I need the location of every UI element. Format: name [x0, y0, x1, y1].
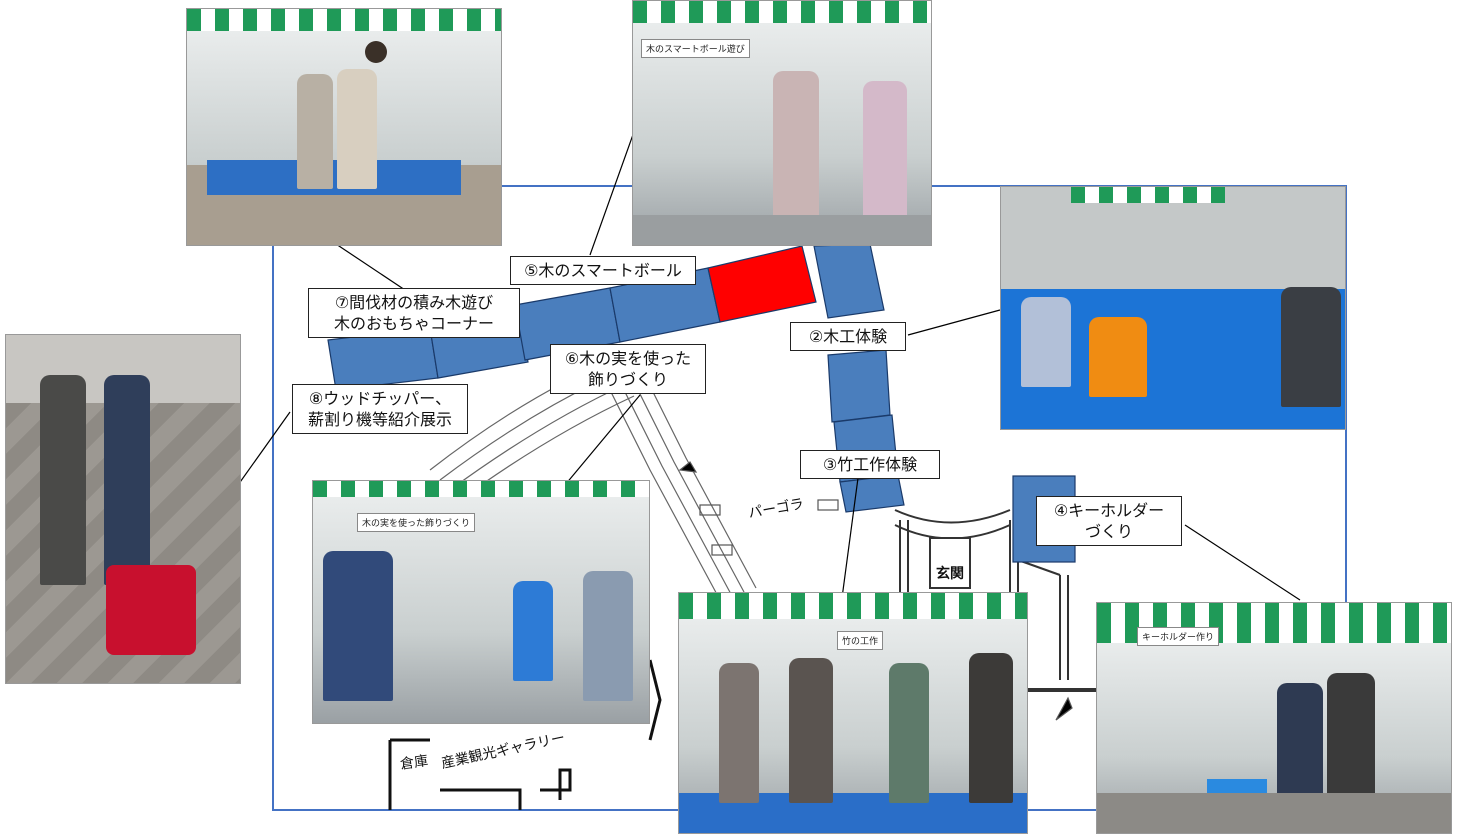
person [297, 74, 333, 189]
person [719, 663, 759, 803]
photo-tsumiki [186, 8, 502, 246]
photo-sign-chikko: 竹の工作 [837, 631, 884, 650]
person [104, 375, 150, 585]
label-tsumiki-line1: ⑦間伐材の積み木遊び [334, 293, 494, 312]
label-tsumiki-line2: 木のおもちゃコーナー [333, 314, 494, 333]
tent-awning [313, 481, 649, 497]
person [583, 571, 633, 701]
label-kinomi: ⑥木の実を使った 飾りづくり [550, 344, 706, 394]
booth-block [813, 243, 885, 319]
tent-awning [679, 593, 1027, 619]
label-keyholder-line2: づくり [1084, 522, 1133, 541]
paving [1097, 793, 1451, 833]
person [40, 375, 86, 585]
label-mokko: ②木工体験 [790, 322, 906, 351]
person-head [365, 41, 387, 63]
photo-smart-ball: 木のスマートボール遊び [632, 0, 932, 246]
photo-chipper [5, 334, 241, 684]
label-keyholder-line1: ④キーホルダー [1053, 501, 1165, 520]
photo-keyholder: キーホルダー作り [1096, 602, 1452, 834]
blue-mat [207, 160, 461, 195]
person [1281, 287, 1341, 407]
photo-sign-keyholder: キーホルダー作り [1137, 627, 1220, 646]
label-chipper-line1: ⑧ウッドチッパー、 [308, 389, 452, 408]
photo-sign-smart-ball: 木のスマートボール遊び [641, 39, 750, 58]
person [1021, 297, 1071, 387]
label-chikko: ③竹工作体験 [800, 450, 940, 479]
person [773, 71, 819, 221]
photo-mokko [1000, 186, 1346, 430]
photo-chikko: 竹の工作 [678, 592, 1028, 834]
person-orange [1089, 317, 1147, 397]
booth-red-block [707, 245, 817, 323]
person [889, 663, 929, 803]
entrance-label: 玄関 [936, 566, 964, 582]
person [323, 551, 393, 701]
wood-chipper-machine [106, 565, 196, 655]
lower-buildings [388, 659, 662, 810]
leader-lines [237, 114, 1301, 601]
tent-awning [1071, 187, 1225, 203]
person [969, 653, 1013, 803]
label-keyholder: ④キーホルダー づくり [1036, 496, 1182, 546]
label-tsumiki: ⑦間伐材の積み木遊び 木のおもちゃコーナー [308, 288, 520, 338]
tent-awning [187, 9, 501, 31]
booth-block [827, 349, 891, 423]
photo-kinomi: 木の実を使った飾りづくり [312, 480, 650, 724]
ground [633, 215, 931, 245]
photo-sign-kinomi: 木の実を使った飾りづくり [357, 513, 476, 532]
label-kinomi-line2: 飾りづくり [587, 370, 668, 389]
booth-block [839, 474, 905, 513]
label-chipper-line2: 薪割り機等紹介展示 [307, 410, 452, 429]
label-kinomi-line1: ⑥木の実を使った [564, 349, 692, 368]
tent-awning [633, 1, 931, 23]
person [513, 581, 553, 681]
person [337, 69, 377, 189]
person [789, 658, 833, 803]
label-smart-ball: ⑤木のスマートボール [510, 256, 696, 285]
booths-top-row [327, 245, 817, 391]
label-chipper: ⑧ウッドチッパー、 薪割り機等紹介展示 [292, 384, 468, 434]
benches [678, 461, 1073, 721]
person [863, 81, 907, 221]
warehouse-label: 倉庫 [399, 753, 430, 773]
